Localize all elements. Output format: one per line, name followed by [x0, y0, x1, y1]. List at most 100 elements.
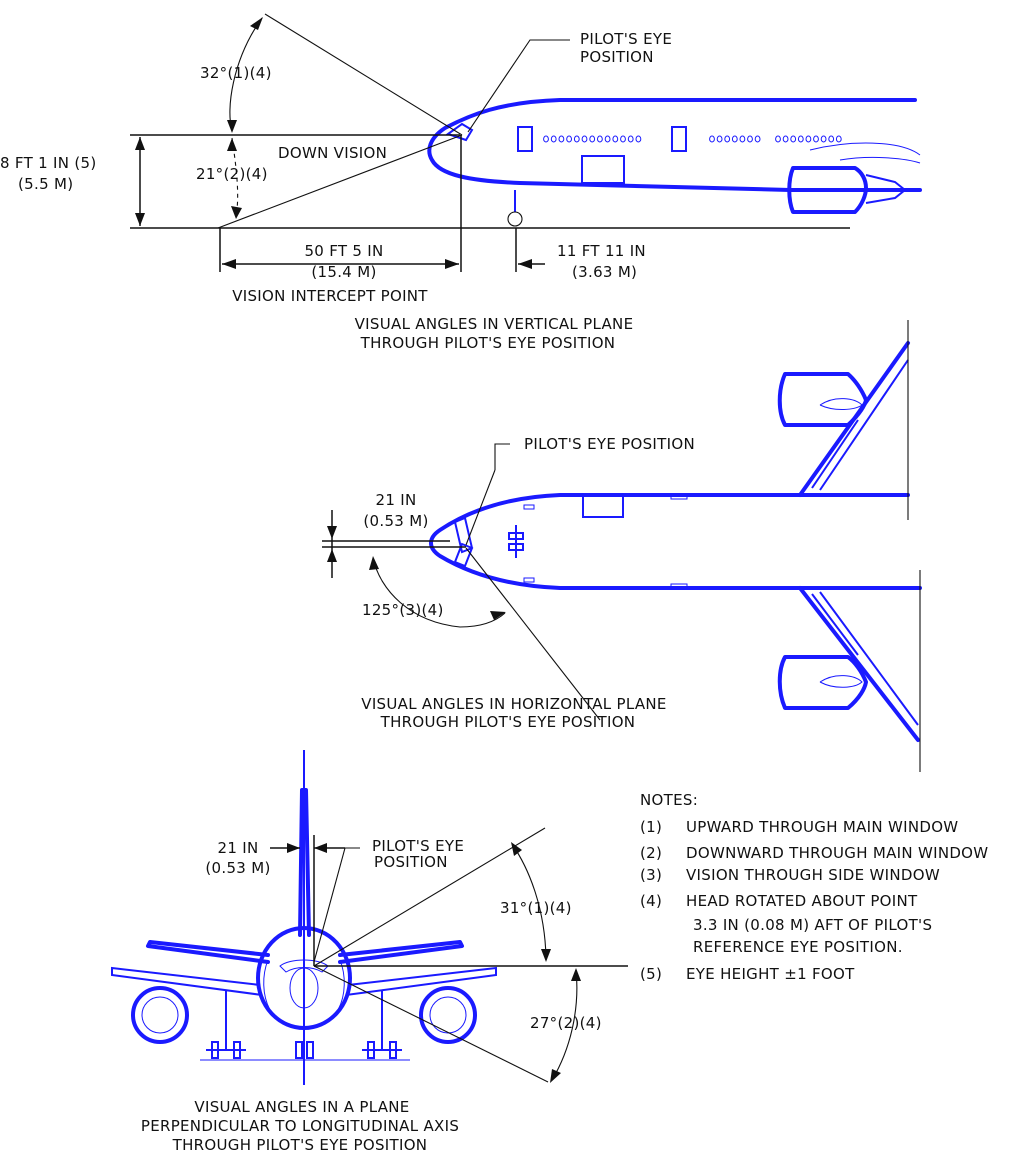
front-wing-right	[345, 966, 497, 996]
note-2-text: DOWNWARD THROUGH MAIN WINDOW	[686, 844, 988, 862]
side-window	[805, 135, 812, 143]
top-engine-lower-detail	[819, 675, 863, 688]
front-fuselage-inner-left	[263, 959, 271, 1011]
front-engine-right-inner	[429, 996, 467, 1034]
pilot-eye-label-2: POSITION	[580, 48, 654, 66]
note-4-line-2: 3.3 IN (0.08 M) AFT OF PILOT'S	[693, 916, 932, 934]
note-4-num: (4)	[640, 892, 662, 910]
note-5-num: (5)	[640, 965, 662, 983]
pilot-eye-label-1: PILOT'S EYE	[580, 30, 672, 48]
intercept-dist-m-label: (15.4 M)	[311, 263, 376, 281]
intercept-dist-ft-label: 50 FT 5 IN	[304, 242, 383, 260]
side-nose-gear-wheel	[507, 211, 523, 227]
front-downward-angle-arc	[551, 969, 578, 1081]
front-engine-left-inner	[141, 996, 179, 1034]
side-window	[558, 135, 565, 143]
top-hatch-lower	[670, 583, 688, 589]
side-window	[589, 135, 596, 143]
front-offset-in-label: 21 IN	[218, 839, 259, 857]
gear-arrow	[518, 259, 532, 269]
top-angle-arrow-a	[490, 611, 506, 620]
side-window	[635, 135, 642, 143]
front-engine-left	[131, 986, 189, 1044]
side-window	[813, 135, 819, 143]
side-window	[739, 135, 746, 143]
front-view: 21 IN (0.53 M) PILOT'S EYE POSITION 31°(…	[111, 750, 628, 1154]
side-window	[820, 135, 827, 143]
eye-height-arrow-top	[135, 137, 145, 150]
front-caption-2: PERPENDICULAR TO LONGITUDINAL AXIS	[141, 1117, 459, 1135]
front-downward-arrow-a	[571, 968, 581, 981]
downward-sight-line	[217, 134, 463, 229]
side-window	[543, 135, 549, 143]
side-window	[604, 135, 611, 143]
side-window	[731, 135, 738, 143]
upward-angle-label: 32°(1)(4)	[200, 64, 272, 82]
note-4-line-3: REFERENCE EYE POSITION.	[693, 938, 903, 956]
side-window	[597, 135, 603, 143]
side-window	[790, 135, 797, 143]
front-wing-left	[111, 966, 263, 996]
notes-title: NOTES:	[640, 791, 698, 809]
side-wing-fairing	[809, 142, 921, 164]
top-offset-in-label: 21 IN	[376, 491, 417, 509]
gear-dist-ft-label: 11 FT 11 IN	[557, 242, 646, 260]
side-window	[566, 135, 572, 143]
front-upward-angle-label: 31°(1)(4)	[500, 899, 572, 917]
side-window	[709, 135, 715, 143]
top-eye-leader	[465, 469, 496, 546]
front-fuselage	[256, 926, 352, 1030]
front-stabilizer-right	[338, 940, 464, 964]
front-downward-angle-label: 27°(2)(4)	[530, 1014, 602, 1032]
side-window	[754, 135, 761, 143]
note-2-num: (2)	[640, 844, 662, 862]
front-offset-m-label: (0.53 M)	[205, 859, 270, 877]
front-downward-arrow-b	[550, 1069, 561, 1083]
top-angle-arrow-b	[369, 556, 379, 570]
side-window-row-1	[543, 135, 642, 143]
front-cockpit-windows	[279, 959, 329, 973]
upward-angle-arrow-a	[250, 17, 263, 30]
top-engine-lower	[777, 655, 868, 710]
side-window	[797, 135, 804, 143]
eye-height-ft-label: 8 FT 1 IN (5)	[0, 154, 96, 172]
intercept-arrow-left	[222, 259, 236, 269]
side-window	[724, 135, 731, 143]
eye-height-m-label: (5.5 M)	[18, 175, 73, 193]
side-engine-nacelle	[787, 166, 868, 214]
downward-angle-arc	[231, 137, 239, 217]
top-engine-upper	[777, 372, 868, 427]
top-offset-m-label: (0.53 M)	[363, 512, 428, 530]
gear-dist-m-label: (3.63 M)	[572, 263, 637, 281]
note-1-num: (1)	[640, 818, 662, 836]
note-5-text: EYE HEIGHT ±1 FOOT	[686, 965, 855, 983]
side-door-mid	[671, 126, 687, 152]
top-wing-lower	[798, 586, 920, 742]
note-3-text: VISION THROUGH SIDE WINDOW	[686, 866, 940, 884]
front-upward-angle-arc	[511, 843, 547, 959]
top-offset-arrow-up	[327, 549, 337, 562]
side-cargo-door	[581, 155, 625, 184]
side-window	[835, 135, 842, 143]
downward-angle-label: 21°(2)(4)	[196, 165, 268, 183]
note-4-text: HEAD ROTATED ABOUT POINT	[686, 892, 918, 910]
top-seat-symbol	[508, 525, 524, 558]
top-side-angle-label: 125°(3)(4)	[362, 601, 444, 619]
downward-angle-arrow-top	[227, 138, 237, 151]
side-window	[620, 135, 626, 143]
upward-sight-line	[264, 13, 463, 136]
top-door	[582, 494, 624, 518]
top-pilot-eye-label: PILOT'S EYE POSITION	[524, 435, 695, 453]
top-wing-upper-trailing	[811, 359, 909, 491]
top-view: PILOT'S EYE POSITION 21 IN (0.53 M) 125°…	[322, 320, 922, 772]
front-fuselage-inner-right	[337, 959, 345, 1011]
side-window	[612, 135, 619, 143]
horizontal-caption-1: VISUAL ANGLES IN HORIZONTAL PLANE	[361, 695, 666, 713]
front-upward-sight-line	[313, 827, 546, 967]
downward-angle-arrow	[231, 206, 242, 219]
side-window-row-3	[775, 135, 842, 143]
top-wing-lower-trailing	[811, 591, 919, 726]
pilot-eye-leader	[467, 39, 570, 133]
top-cockpit-windows	[453, 516, 474, 568]
